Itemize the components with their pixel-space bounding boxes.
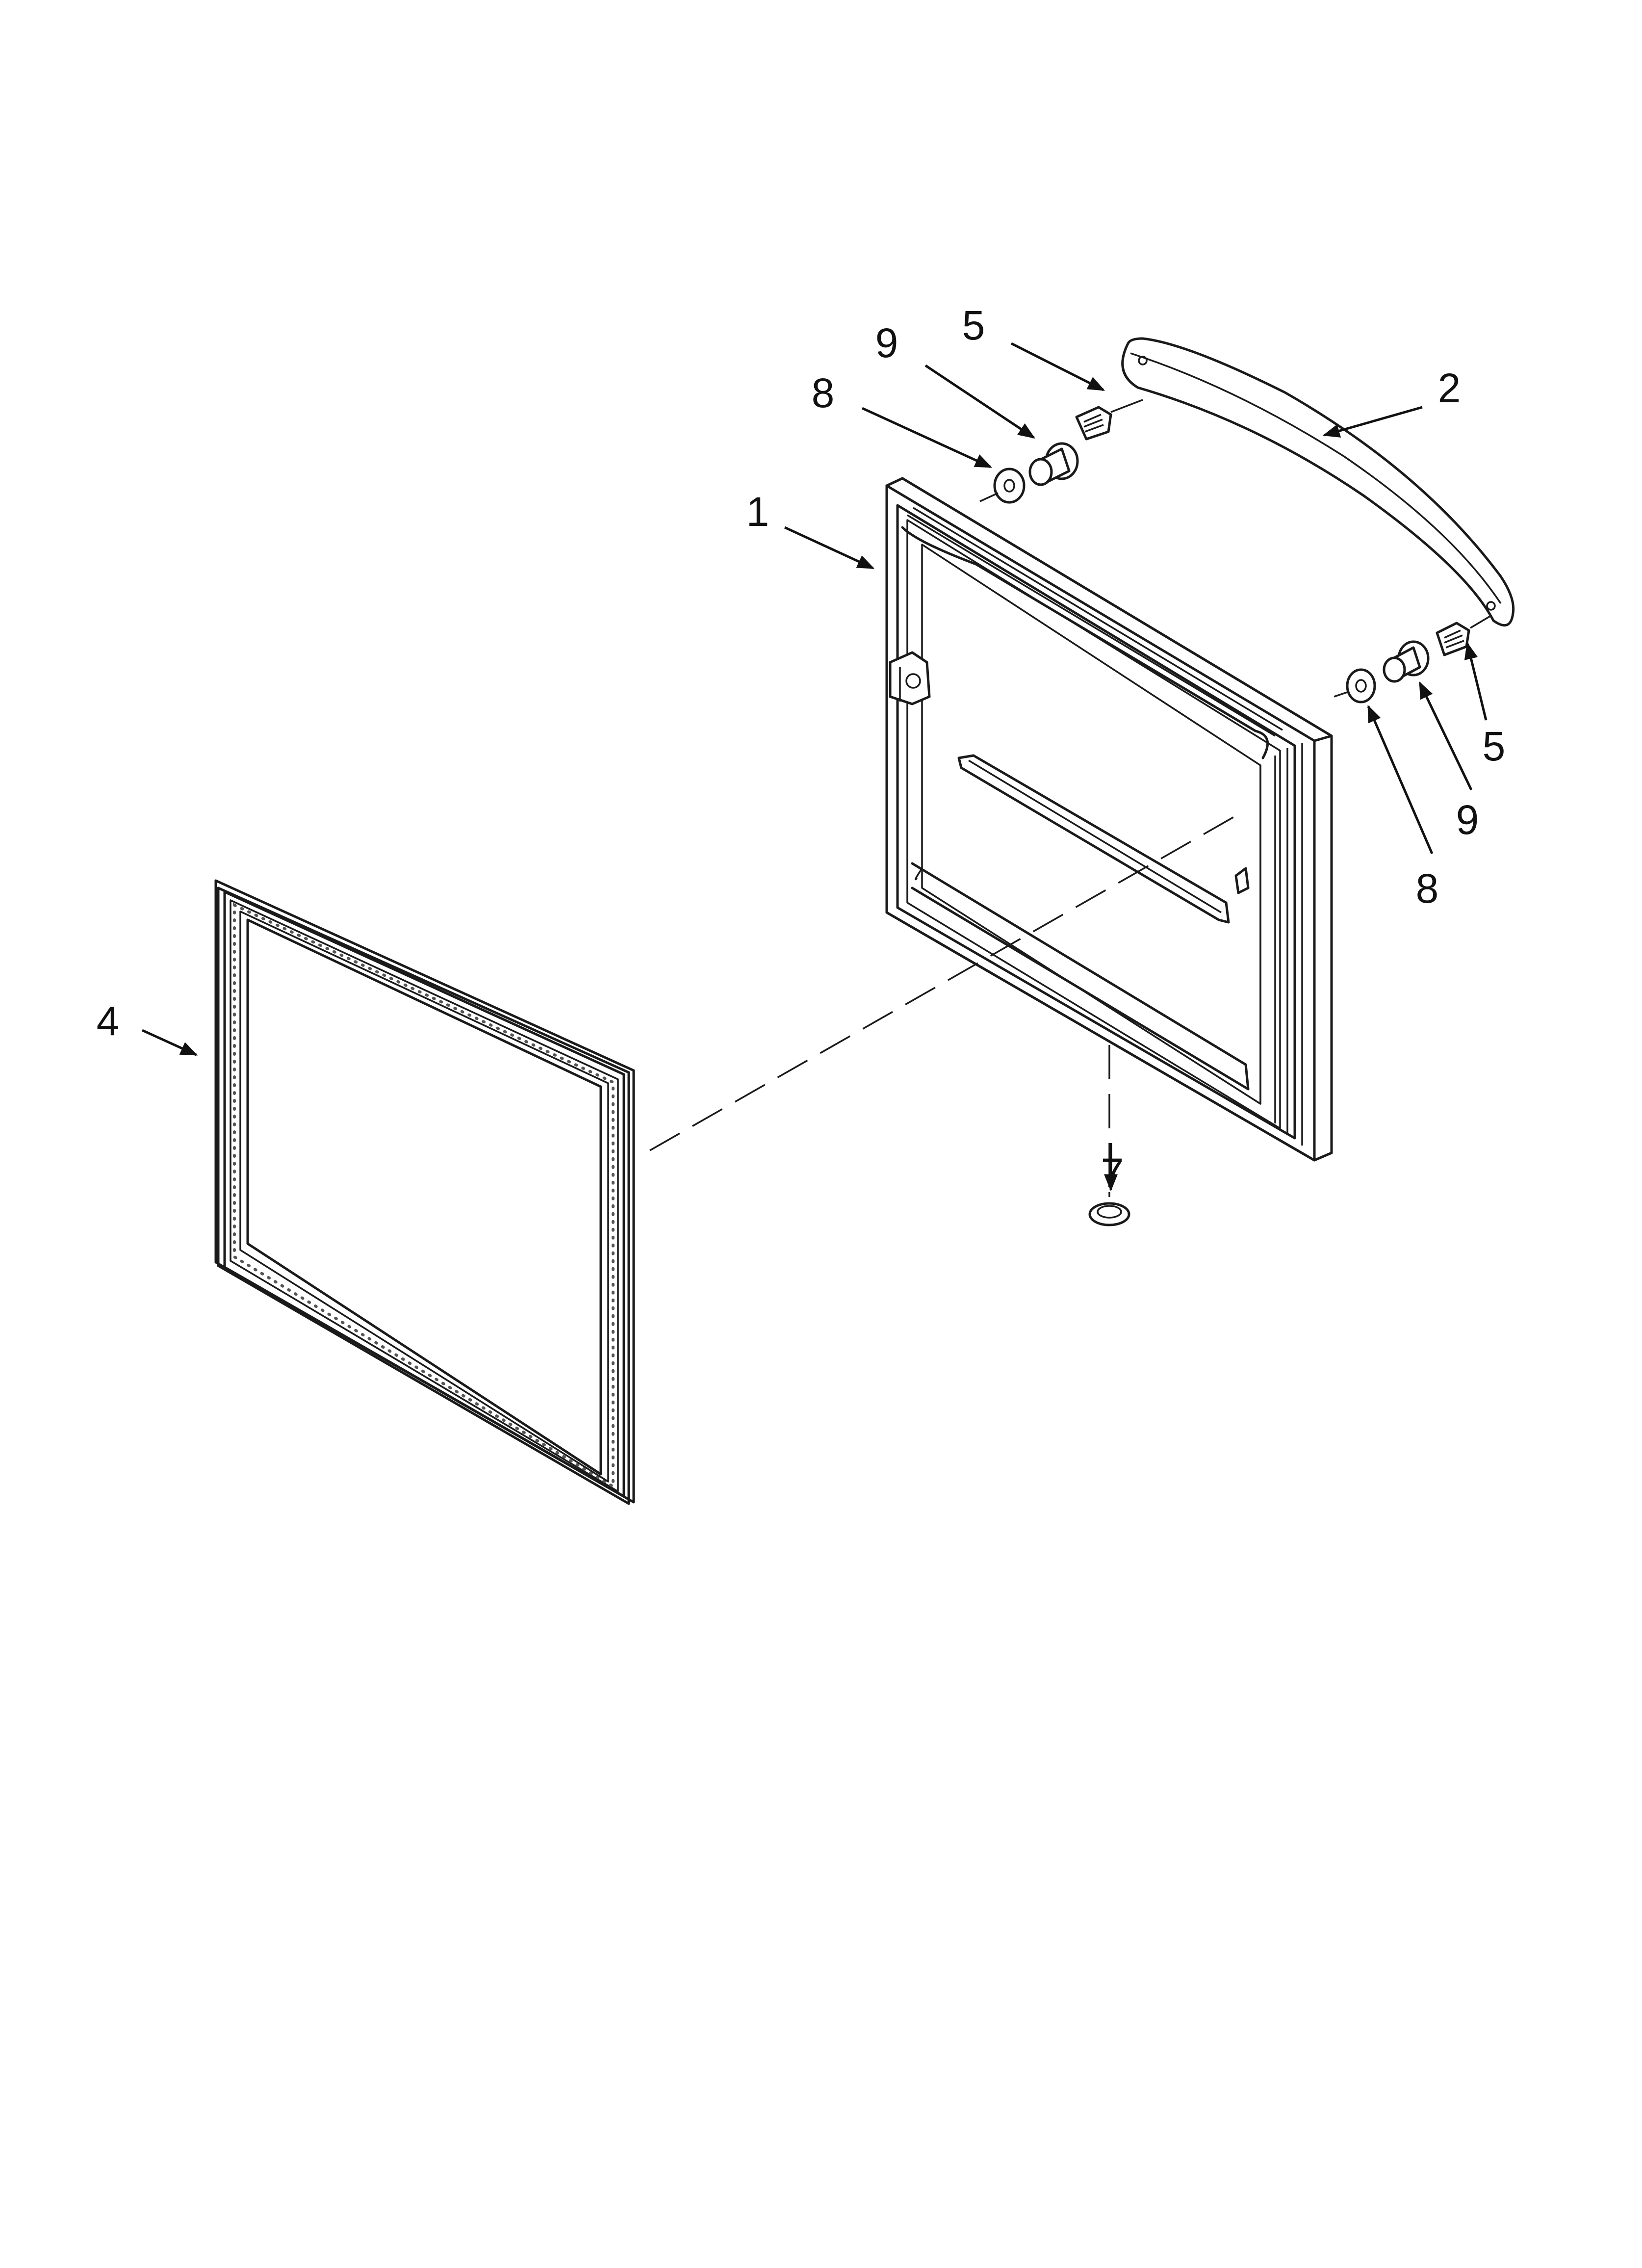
- callout-arrows: [141, 342, 1488, 1192]
- washer-left-part: [979, 468, 1026, 504]
- spacer-left-part: [1028, 442, 1079, 486]
- screw-left-part: [1075, 399, 1143, 441]
- gasket-part: [214, 879, 635, 1505]
- callout-8-left: 8: [812, 370, 835, 416]
- callout-9-left: 9: [875, 320, 898, 366]
- screw-right-part: [1436, 615, 1491, 656]
- callout-1: 1: [746, 489, 770, 535]
- plug-part: [1088, 1045, 1130, 1226]
- callout-5-right: 5: [1483, 723, 1506, 769]
- washer-right-part: [1334, 668, 1376, 704]
- callout-7: 7: [1101, 1150, 1124, 1196]
- callout-8-right: 8: [1416, 865, 1439, 912]
- callout-labels: 1 2 4 5 5 7 8 8 9 9: [97, 302, 1506, 1196]
- callout-2: 2: [1438, 365, 1461, 411]
- callout-4: 4: [97, 998, 120, 1044]
- callout-9-right: 9: [1456, 797, 1479, 843]
- spacer-right-part: [1383, 640, 1430, 683]
- handle-part: [1121, 337, 1515, 626]
- alignment-line: [649, 813, 1239, 1151]
- door-part: [885, 477, 1333, 1162]
- callout-5-left: 5: [962, 302, 985, 348]
